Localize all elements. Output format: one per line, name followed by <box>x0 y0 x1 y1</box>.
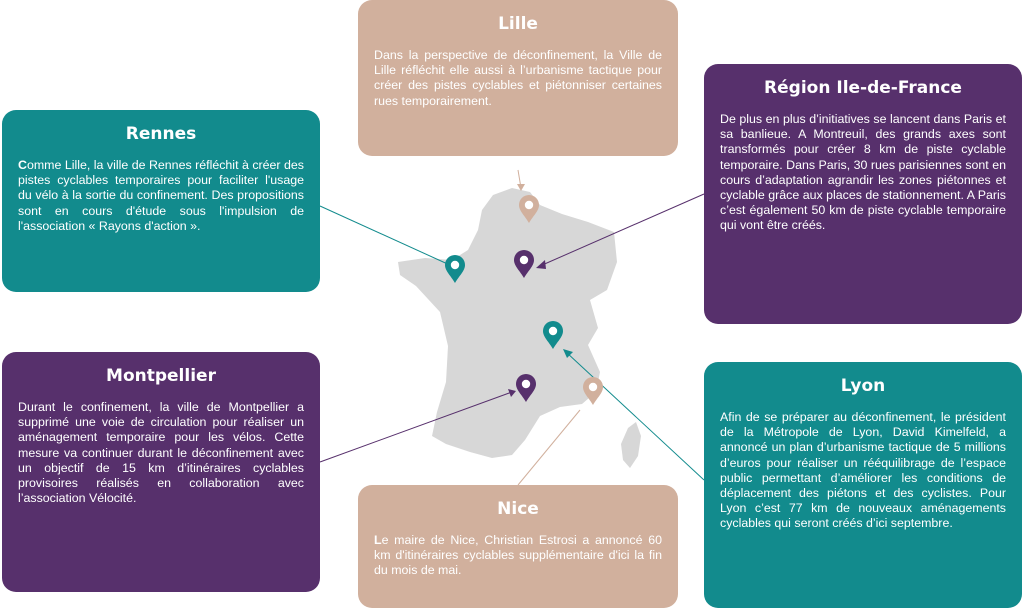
card-montpellier-title: Montpellier <box>106 366 216 386</box>
card-lyon-text: Afin de se préparer au déconfinement, le… <box>720 410 1006 531</box>
connector-lyon <box>565 351 705 481</box>
card-rennes-title: Rennes <box>125 124 197 144</box>
card-rennes-text: Comme Lille, la ville de Rennes réfléchi… <box>18 158 304 234</box>
map-pin-nice-icon <box>583 377 603 405</box>
map-pin-paris-icon <box>514 250 534 278</box>
card-idf-text: De plus en plus d’initiatives se lancent… <box>720 112 1006 233</box>
card-ile-de-france: Région Ile-de-France De plus en plus d’i… <box>704 64 1022 324</box>
card-nice: Nice Le maire de Nice, Christian Estrosi… <box>358 485 678 608</box>
card-nice-lead-letter: L <box>374 533 382 547</box>
card-montpellier-text: Durant le confinement, la ville de Montp… <box>18 400 304 506</box>
connector-idf <box>539 193 705 267</box>
card-lyon: Lyon Afin de se préparer au déconfinemen… <box>704 362 1022 608</box>
card-lille-text: Dans la perspective de déconfinement, la… <box>374 48 662 108</box>
card-nice-text: Le maire de Nice, Christian Estrosi a an… <box>374 533 662 579</box>
map-pin-lyon-icon <box>543 321 563 349</box>
map-pin-lille-icon <box>519 195 539 223</box>
connector-nice <box>517 409 581 486</box>
card-lille-title: Lille <box>498 14 538 34</box>
card-nice-body: e maire de Nice, Christian Estrosi a ann… <box>374 533 662 578</box>
map-pin-montpellier-icon <box>516 374 536 402</box>
card-montpellier: Montpellier Durant le confinement, la vi… <box>2 352 320 592</box>
arrow-montpellier <box>508 389 516 397</box>
arrow-lille <box>517 184 525 191</box>
card-rennes: Rennes Comme Lille, la ville de Rennes r… <box>2 110 320 292</box>
card-nice-title: Nice <box>497 499 539 519</box>
card-rennes-body: omme Lille, la ville de Rennes réfléchit… <box>18 158 304 233</box>
card-rennes-lead-letter: C <box>18 158 27 172</box>
france-mainland-shape <box>398 188 617 458</box>
map-pin-rennes-icon <box>445 255 465 283</box>
arrow-idf <box>536 260 546 269</box>
map-pins <box>445 195 603 405</box>
card-lille: Lille Dans la perspective de déconfineme… <box>358 0 678 156</box>
arrow-lyon <box>563 349 573 358</box>
connector-rennes <box>319 205 453 267</box>
corsica-shape <box>621 422 641 468</box>
card-idf-title: Région Ile-de-France <box>764 78 962 98</box>
card-lyon-title: Lyon <box>840 376 886 396</box>
connector-montpellier <box>319 391 513 463</box>
